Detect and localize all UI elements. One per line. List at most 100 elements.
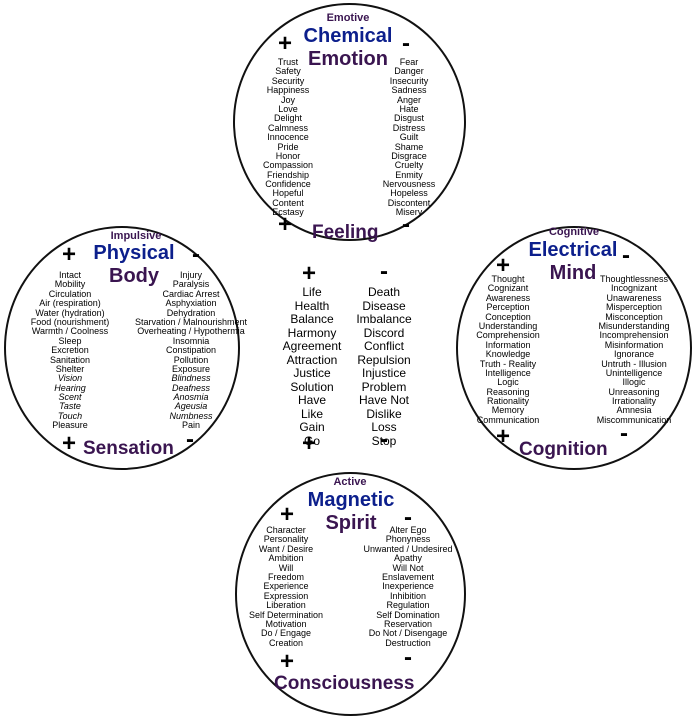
- emotive-negative-word: Anger: [396, 94, 422, 105]
- active-title-spirit: Spirit: [325, 512, 377, 534]
- active-positive-word: Will: [278, 562, 294, 573]
- impulsive-bottom-sensation: Sensation: [83, 438, 174, 459]
- emotive-negative-word: Discontent: [387, 197, 431, 208]
- impulsive-negative-word: Exposure: [171, 363, 211, 374]
- cognitive-negative-word: Misperception: [605, 302, 663, 313]
- active-negative-word: Apathy: [393, 553, 423, 564]
- emotive-negative-word: Insecurity: [389, 75, 429, 86]
- emotive-plus-top: +: [278, 30, 293, 57]
- cognitive-positive-word: Perception: [486, 302, 530, 313]
- impulsive-plus-top: +: [62, 241, 77, 268]
- active-negative-word: Alter Ego: [389, 525, 427, 535]
- cognitive-negative-word: Untruth - Illusion: [601, 358, 667, 369]
- impulsive-negative-word: Ageusia: [174, 401, 208, 412]
- impulsive-negative-word: Pain: [181, 420, 200, 431]
- impulsive-positive-word: Vision: [57, 373, 83, 384]
- cognitive-negative-word: Unintelligence: [605, 367, 663, 378]
- emotion-circle: [233, 3, 466, 241]
- cognitive-plus-bottom: +: [496, 423, 511, 450]
- impulsive-negative-word: Constipation: [165, 345, 217, 356]
- center-positive-word: Like: [300, 406, 323, 421]
- cognitive-positive-word: Conception: [485, 311, 531, 322]
- impulsive-positive-word: Warmth / Coolness: [31, 326, 109, 337]
- cognitive-negative-word: Irrationality: [611, 396, 656, 407]
- emotive-positive-word: Friendship: [266, 169, 310, 180]
- active-positive-word: Creation: [268, 637, 304, 648]
- impulsive-negative-word: Cardiac Arrest: [162, 288, 220, 299]
- cognitive-negative-word: Incomprehension: [599, 330, 669, 341]
- active-negative-word: Enslavement: [381, 571, 435, 582]
- cognitive-negative-word: Unawareness: [606, 292, 662, 303]
- emotive-negative-word: Hopeless: [390, 188, 428, 199]
- emotive-plus-bottom: +: [278, 211, 293, 238]
- impulsive-positive-word: Pleasure: [52, 420, 88, 431]
- cognitive-minus-top: -: [622, 242, 630, 269]
- active-negative-word: Self Domination: [376, 609, 440, 620]
- impulsive-positive-word: Taste: [59, 401, 81, 412]
- impulsive-minus-bottom: -: [186, 426, 194, 453]
- active-negative-word: Inexperience: [382, 581, 434, 592]
- emotive-positive-word: Compassion: [262, 160, 314, 171]
- center-negative-word: Disease: [362, 298, 406, 313]
- emotive-positive-word: Confidence: [265, 179, 311, 190]
- impulsive-title-body: Body: [109, 265, 159, 287]
- active-type-label: Active: [333, 476, 367, 488]
- active-title-magnetic: Magnetic: [307, 489, 395, 511]
- center-negative-word: Imbalance: [356, 312, 412, 326]
- cognitive-negative-word: Thoughtlessness: [599, 274, 669, 284]
- impulsive-positive-word: Water (hydration): [35, 307, 105, 318]
- impulsive-negative-word: Asphyxiation: [165, 298, 217, 309]
- impulsive-negative-word: Paralysis: [172, 279, 210, 290]
- emotive-negative-word: Fear: [399, 57, 419, 67]
- impulsive-positive-word: Touch: [57, 410, 83, 421]
- impulsive-positive-word: Sleep: [58, 335, 82, 346]
- emotive-negative-word: Nervousness: [382, 179, 436, 190]
- cognitive-title-electrical: Electrical: [528, 239, 618, 261]
- center-positive-word: Gain: [299, 420, 325, 434]
- impulsive-plus-bottom: +: [62, 430, 77, 457]
- cognitive-positive-word: Truth - Reality: [479, 358, 537, 369]
- emotive-positive-word: Content: [272, 197, 304, 208]
- center-positive-word: Attraction: [286, 352, 338, 367]
- cognitive-negative-word: Ignorance: [613, 349, 655, 360]
- center-negative-word: Dislike: [366, 406, 402, 421]
- center-negative-word: Repulsion: [357, 352, 411, 367]
- center-minus-top: -: [380, 258, 388, 285]
- emotive-negative-word: Hate: [399, 103, 419, 114]
- body-circle: [4, 226, 240, 470]
- center-negative-word: Injustice: [361, 366, 407, 380]
- active-positive-word: Expression: [263, 590, 309, 601]
- cognitive-negative-word: Misinformation: [604, 339, 664, 350]
- active-positive-word: Motivation: [265, 618, 307, 629]
- emotive-positive-word: Ecstasy: [272, 207, 304, 218]
- impulsive-positive-word: Excretion: [51, 345, 89, 356]
- cognitive-positive-word: Memory: [491, 405, 525, 416]
- active-minus-bottom: -: [404, 644, 412, 671]
- cognitive-positive-word: Awareness: [485, 292, 531, 303]
- impulsive-positive-word: Scent: [58, 392, 82, 403]
- emotive-negative-word: Shame: [394, 141, 424, 152]
- center-negative-word: Stop: [371, 433, 397, 448]
- emotive-positive-word: Safety: [275, 66, 301, 77]
- cognitive-positive-word: Communication: [476, 414, 540, 425]
- emotive-negative-word: Misery: [395, 207, 423, 218]
- emotive-minus-top: -: [402, 30, 410, 57]
- center-plus-top: +: [302, 260, 317, 287]
- impulsive-positive-word: Mobility: [54, 279, 86, 290]
- center-positive-word: Agreement: [282, 339, 342, 353]
- cognitive-negative-word: Unreasoning: [608, 386, 660, 397]
- active-positive-word: Freedom: [267, 571, 304, 582]
- cognitive-minus-bottom: -: [620, 420, 628, 447]
- emotive-title-chemical: Chemical: [303, 25, 393, 47]
- cognitive-negative-word: Miscommunication: [596, 414, 672, 425]
- center-positive-word: Justice: [293, 366, 331, 380]
- emotive-negative-word: Cruelty: [394, 160, 424, 171]
- center-negative-word: Discord: [363, 325, 405, 340]
- impulsive-positive-word: Food (nourishment): [30, 316, 110, 327]
- emotive-negative-word: Distress: [392, 122, 426, 133]
